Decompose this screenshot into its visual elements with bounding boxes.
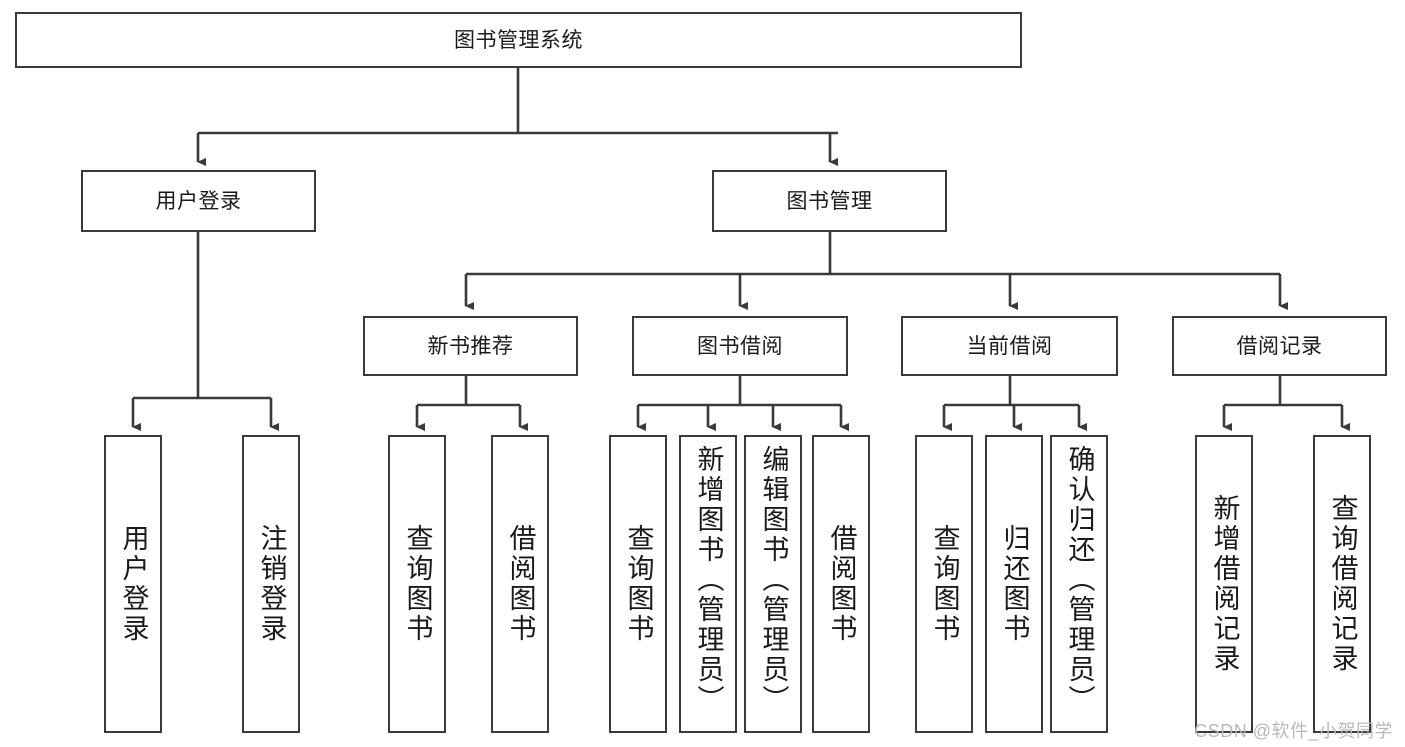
leaf-borrow-book-2-label: 借阅图书: [826, 524, 857, 644]
node-current-borrow[interactable]: 当前借阅: [901, 316, 1118, 376]
leaf-query-book-3[interactable]: 查询图书: [915, 435, 973, 733]
leaf-add-borrow-record-label: 新增借阅记录: [1209, 494, 1240, 674]
leaf-query-borrow-record[interactable]: 查询借阅记录: [1313, 435, 1371, 733]
node-borrow-record-label: 借阅记录: [1236, 334, 1323, 358]
leaf-confirm-return-label: 确认归还（管理员）: [1064, 445, 1095, 715]
leaf-edit-book-label: 编辑图书（管理员）: [758, 445, 789, 715]
leaf-borrow-book-1[interactable]: 借阅图书: [491, 435, 549, 733]
leaf-add-book[interactable]: 新增图书（管理员）: [679, 435, 737, 733]
leaf-query-book-2[interactable]: 查询图书: [609, 435, 667, 733]
leaf-add-borrow-record[interactable]: 新增借阅记录: [1195, 435, 1253, 733]
leaf-query-book-1[interactable]: 查询图书: [388, 435, 446, 733]
leaf-return-book[interactable]: 归还图书: [985, 435, 1043, 733]
leaf-logout-login[interactable]: 注销登录: [242, 435, 300, 733]
leaf-logout-login-label: 注销登录: [256, 524, 287, 644]
leaf-return-book-label: 归还图书: [999, 524, 1030, 644]
leaf-borrow-book-1-label: 借阅图书: [505, 524, 536, 644]
leaf-query-book-3-label: 查询图书: [929, 524, 960, 644]
leaf-add-book-label: 新增图书（管理员）: [693, 445, 724, 715]
node-book-borrow[interactable]: 图书借阅: [632, 316, 848, 376]
csdn-watermark: CSDN @软件_小贺同学: [1194, 721, 1393, 741]
node-book-management[interactable]: 图书管理: [712, 170, 947, 232]
leaf-borrow-book-2[interactable]: 借阅图书: [812, 435, 870, 733]
node-borrow-record[interactable]: 借阅记录: [1172, 316, 1387, 376]
node-new-book-recommend-label: 新书推荐: [427, 334, 514, 358]
leaf-user-login-label: 用户登录: [118, 524, 149, 644]
leaf-confirm-return[interactable]: 确认归还（管理员）: [1050, 435, 1108, 733]
node-book-borrow-label: 图书借阅: [697, 334, 783, 358]
node-new-book-recommend[interactable]: 新书推荐: [363, 316, 578, 376]
node-root-label: 图书管理系统: [454, 28, 583, 52]
node-current-borrow-label: 当前借阅: [966, 334, 1053, 358]
node-root[interactable]: 图书管理系统: [15, 12, 1022, 68]
node-user-login-label: 用户登录: [155, 189, 242, 213]
node-user-login[interactable]: 用户登录: [81, 170, 316, 232]
leaf-query-book-2-label: 查询图书: [623, 524, 654, 644]
leaf-query-borrow-record-label: 查询借阅记录: [1327, 494, 1358, 674]
node-book-management-label: 图书管理: [786, 189, 873, 213]
leaf-edit-book[interactable]: 编辑图书（管理员）: [744, 435, 802, 733]
leaf-query-book-1-label: 查询图书: [402, 524, 433, 644]
leaf-user-login[interactable]: 用户登录: [104, 435, 162, 733]
